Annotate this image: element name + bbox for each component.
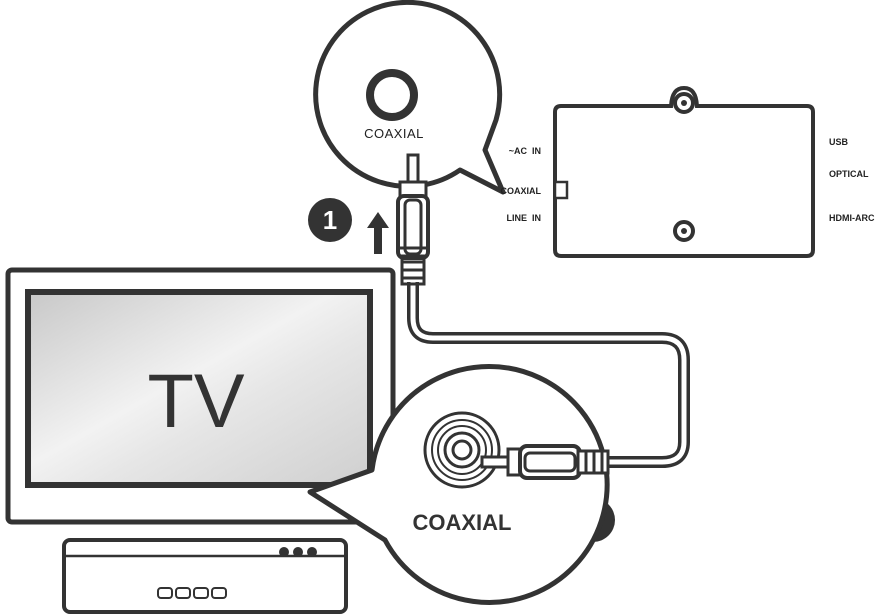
box-button-1: [157, 587, 173, 599]
box-button-2: [175, 587, 191, 599]
callout-bottom: COAXIAL: [307, 363, 610, 605]
tv-screen: [25, 289, 373, 488]
box-indicator-3: [307, 547, 317, 557]
callout-top-label: COAXIAL: [364, 126, 424, 141]
step-badge-1: 1: [308, 198, 352, 242]
port-label-ac-in: ~AC IN: [509, 146, 541, 156]
coaxial-jack-icon: [366, 69, 418, 121]
port-label-line-in: LINE IN: [506, 213, 541, 223]
up-arrow-icon: [367, 212, 389, 254]
box-indicator-1: [279, 547, 289, 557]
port-label-optical: OPTICAL: [829, 169, 869, 179]
box-button-3: [193, 587, 209, 599]
port-label-usb: USB: [829, 137, 849, 147]
soundbar-rear-panel: ~AC IN COAXIAL LINE IN USB OPTICAL HDMI-…: [501, 85, 875, 258]
box-indicator-2: [293, 547, 303, 557]
box-button-4: [211, 587, 227, 599]
callout-bottom-label: COAXIAL: [413, 510, 512, 535]
rca-plug-top: [396, 153, 430, 286]
set-top-box: [62, 538, 348, 614]
coaxial-socket-icon: [423, 411, 501, 489]
rca-plug-bottom: [480, 444, 610, 480]
step-badge-1-number: 1: [323, 205, 337, 235]
port-label-hdmi-arc: HDMI-ARC: [829, 213, 875, 223]
port-label-coaxial: COAXIAL: [501, 186, 542, 196]
tv-unit: TV: [5, 267, 396, 525]
tv-label: TV: [147, 359, 244, 444]
coaxial-port-slot: [553, 180, 569, 200]
